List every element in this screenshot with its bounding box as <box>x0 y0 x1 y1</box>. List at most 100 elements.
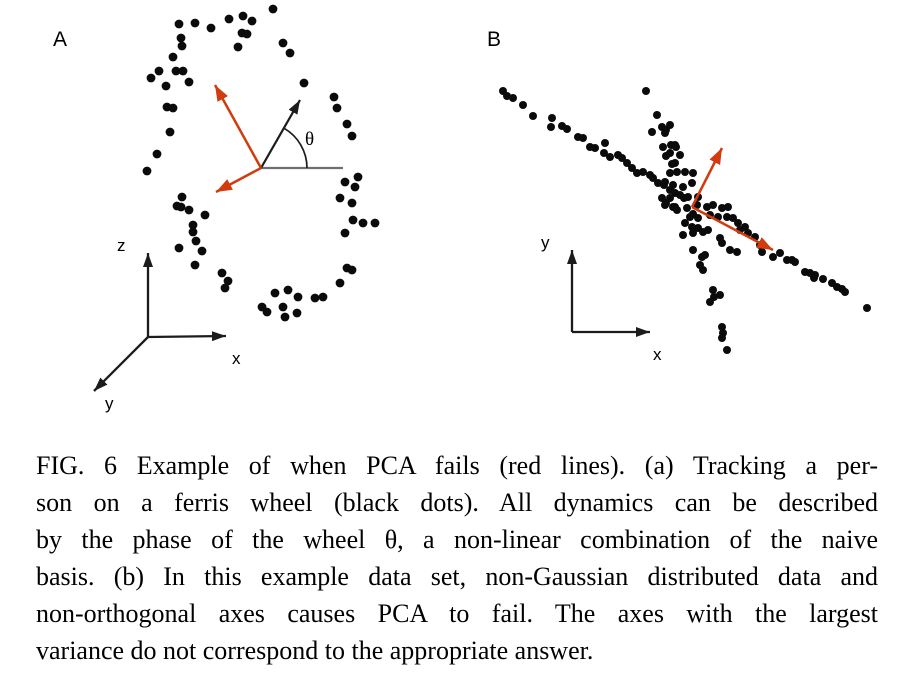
data-dot <box>606 153 614 161</box>
data-dot <box>810 274 818 282</box>
data-dot <box>278 38 288 48</box>
data-dot <box>681 168 689 176</box>
data-dot <box>769 253 777 261</box>
data-dot <box>672 143 680 151</box>
data-dot <box>168 52 178 62</box>
data-dot <box>176 202 186 212</box>
data-dot <box>370 218 380 228</box>
data-dot <box>190 18 200 28</box>
data-dot <box>318 292 328 302</box>
data-dot <box>718 204 726 212</box>
data-dot <box>165 127 175 137</box>
data-dot <box>600 149 608 157</box>
data-dot <box>146 73 156 83</box>
data-dot <box>642 87 650 95</box>
data-dot <box>791 258 799 266</box>
panel-a-label: A <box>53 28 68 51</box>
data-dot <box>206 23 216 33</box>
data-dot <box>639 168 647 176</box>
pca-arrow <box>215 166 262 194</box>
data-dot <box>716 291 724 299</box>
data-dot <box>709 201 717 209</box>
data-dot <box>347 265 357 275</box>
data-dot <box>168 103 178 113</box>
data-dot <box>347 131 357 141</box>
data-dot <box>238 11 248 21</box>
caption-line: basis. (b) In this example data set, non… <box>36 562 878 591</box>
data-dot <box>689 246 697 254</box>
data-dot <box>563 125 571 133</box>
data-dot <box>191 236 201 246</box>
theta-arc <box>283 127 308 169</box>
data-dot <box>673 168 681 176</box>
panel-b-y-axis-label: y <box>541 233 550 252</box>
data-dot <box>689 169 697 177</box>
data-dot <box>176 33 186 43</box>
data-dot <box>161 81 171 91</box>
data-dot <box>280 312 290 322</box>
caption-line: son on a ferris wheel (black dots). All … <box>36 488 878 517</box>
data-dot <box>704 226 712 234</box>
data-dot <box>247 16 257 26</box>
data-dot <box>142 166 152 176</box>
data-dot <box>174 19 184 29</box>
caption-line: by the phase of the wheel θ, a non-linea… <box>36 525 878 554</box>
data-dot <box>718 323 726 331</box>
data-dot <box>660 181 668 189</box>
data-dot <box>666 169 674 177</box>
data-dot <box>278 302 288 312</box>
axis-arrow-x <box>147 331 227 342</box>
figure-canvas <box>93 4 871 392</box>
data-dot <box>217 268 227 278</box>
data-dot <box>723 346 731 354</box>
data-dot <box>310 293 320 303</box>
data-dot <box>683 204 691 212</box>
data-dot <box>726 246 734 254</box>
data-dot <box>292 308 302 318</box>
data-dot <box>347 198 357 208</box>
data-dot <box>701 251 709 259</box>
data-dot <box>293 292 303 302</box>
data-dot <box>729 214 737 222</box>
panel-a-z-axis-label: z <box>117 236 126 255</box>
data-dot <box>223 276 233 286</box>
data-dot <box>776 249 784 257</box>
data-dot <box>329 92 339 102</box>
data-dot <box>734 219 742 227</box>
data-dot <box>718 334 726 342</box>
data-dot <box>184 77 194 87</box>
axis-arrow-y <box>93 336 149 392</box>
caption-line: non-orthogonal axes causes PCA to fail. … <box>36 599 878 628</box>
data-dot <box>706 298 714 306</box>
data-dot <box>628 164 636 172</box>
data-dot <box>623 159 631 167</box>
data-dot <box>154 66 164 76</box>
data-dot <box>188 227 198 237</box>
figure-caption: FIG. 6 Example of when PCA fails (red li… <box>36 447 878 669</box>
data-dot <box>688 179 696 187</box>
data-dot <box>679 231 687 239</box>
data-dot <box>340 228 350 238</box>
data-dot <box>618 154 626 162</box>
data-dot <box>177 192 187 202</box>
data-dot <box>332 103 342 113</box>
data-dot <box>694 214 702 222</box>
pca-arrow <box>213 84 263 169</box>
data-dot <box>661 129 669 137</box>
panel-a-x-axis-label: x <box>232 349 241 368</box>
data-dot <box>548 114 556 122</box>
data-dot <box>350 182 360 192</box>
pca-arrow <box>690 147 724 208</box>
data-dot <box>177 41 187 51</box>
panel-a-y-axis-label: y <box>105 394 114 413</box>
data-dot <box>529 112 537 120</box>
data-dot <box>353 172 363 182</box>
data-dot <box>668 160 676 168</box>
data-dot <box>819 275 827 283</box>
data-dot <box>863 304 871 312</box>
data-dot <box>718 239 726 247</box>
data-dot <box>174 243 184 253</box>
data-dot <box>242 29 252 39</box>
data-dot <box>724 203 732 211</box>
